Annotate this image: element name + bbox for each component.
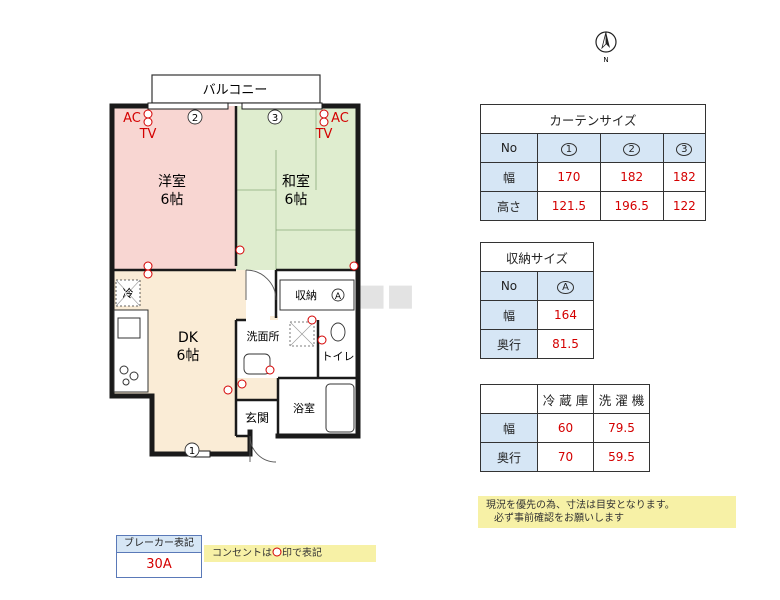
svg-text:1: 1 <box>189 446 195 457</box>
storage-size-table: 収納サイズ No A 幅 164 奥行 81.5 <box>480 242 594 359</box>
youshitsu-size: 6帖 <box>161 192 184 208</box>
north-label: N <box>603 56 608 64</box>
wash-basin <box>243 353 271 375</box>
window-marker-2: 2 <box>187 109 203 125</box>
outlet-note-before: コンセントは <box>212 548 272 559</box>
curtain-header-no: No <box>480 133 538 163</box>
notice-line-1: 現況を優先の為、寸法は目安となります。 <box>486 500 675 511</box>
appliance-cell: 70 <box>537 442 594 472</box>
curtain-row-label: 高さ <box>480 191 538 221</box>
genkan-room <box>236 400 278 436</box>
genkan-label: 玄関 <box>245 410 269 425</box>
yokushitsu-label: 浴室 <box>293 401 315 415</box>
fridge-label: 冷 <box>123 287 134 300</box>
appliance-size-table: 冷 蔵 庫 洗 濯 機 幅 60 79.5 奥行 70 59.5 <box>480 384 650 472</box>
windows <box>147 102 323 458</box>
breaker-label: ブレーカー表記 <box>117 536 201 553</box>
inner-walls <box>112 106 358 438</box>
balcony-label: バルコニー <box>203 83 268 98</box>
window-marker-1: 1 <box>184 442 200 458</box>
curtain-cell: 182 <box>662 162 707 192</box>
bathtub <box>325 383 355 433</box>
toilet-bowl <box>330 322 346 342</box>
storage-row-label: 奥行 <box>480 329 538 359</box>
appliance-header-blank <box>480 384 538 414</box>
curtain-header-2: 2 <box>599 133 664 163</box>
notice-line-2: 必ず事前確認をお願いします <box>494 513 624 524</box>
storage-marker-label: A <box>335 292 342 302</box>
appliance-row-label: 幅 <box>480 413 538 443</box>
notice-box: 現況を優先の為、寸法は目安となります。 必ず事前確認をお願いします <box>478 496 736 528</box>
appliance-cell: 60 <box>537 413 594 443</box>
window-marker-3: 3 <box>267 109 283 125</box>
appliance-row-label: 奥行 <box>480 442 538 472</box>
appliance-header-washer: 洗 濯 機 <box>593 384 650 414</box>
ac-label-east: AC <box>331 111 349 126</box>
dk-size: 6帖 <box>177 348 200 364</box>
washitsu-room <box>236 106 358 270</box>
kitchen-counter <box>113 309 149 393</box>
storage-label: 収納 <box>295 289 317 302</box>
breaker-value: 30A <box>117 553 201 577</box>
youshitsu-name: 洋室 <box>158 173 186 190</box>
outlet-icon <box>272 547 282 557</box>
curtain-cell: 182 <box>599 162 664 192</box>
breaker-box: ブレーカー表記 30A <box>116 535 202 578</box>
watermark: ■■ <box>358 278 415 313</box>
appliance-cell: 79.5 <box>593 413 650 443</box>
dk-name: DK <box>178 330 199 346</box>
senmenjo-label: 洗面所 <box>247 330 280 343</box>
svg-text:3: 3 <box>272 113 278 124</box>
curtain-cell: 122 <box>662 191 707 221</box>
tatami-lines <box>236 106 358 270</box>
appliance-header-fridge: 冷 蔵 庫 <box>537 384 594 414</box>
floor-plan: バルコニー <box>109 74 361 463</box>
outlet-icons <box>143 109 359 395</box>
curtain-cell: 170 <box>537 162 601 192</box>
outlet-note: コンセントは印で表記 <box>204 545 376 562</box>
washitsu-name: 和室 <box>282 173 310 190</box>
storage-header-a: A <box>537 271 594 301</box>
curtain-size-table: カーテンサイズ No 1 2 3 幅 170 182 182 高さ 121.5 … <box>480 104 707 221</box>
washitsu-size: 6帖 <box>285 192 308 208</box>
curtain-header-3: 3 <box>662 133 707 163</box>
appliance-cell: 59.5 <box>593 442 650 472</box>
storage-row-label: 幅 <box>480 300 538 330</box>
curtain-cell: 196.5 <box>599 191 664 221</box>
curtain-header-1: 1 <box>537 133 601 163</box>
tv-label-west: TV <box>139 127 157 142</box>
curtain-cell: 121.5 <box>537 191 601 221</box>
storage-table-title: 収納サイズ <box>480 242 594 272</box>
ac-label-west: AC <box>123 111 141 126</box>
storage-cell: 164 <box>537 300 594 330</box>
balcony <box>151 74 321 104</box>
outlet-note-after: 印で表記 <box>282 548 322 559</box>
curtain-table-title: カーテンサイズ <box>480 104 706 134</box>
north-arrow-icon: N <box>595 31 617 64</box>
toilet-label: トイレ <box>322 350 355 363</box>
youshitsu-room <box>112 106 236 270</box>
tv-label-east: TV <box>315 127 333 142</box>
door-swings <box>245 269 277 463</box>
storage-header-no: No <box>480 271 538 301</box>
storage-marker <box>331 288 345 302</box>
storage-cell: 81.5 <box>537 329 594 359</box>
curtain-row-label: 幅 <box>480 162 538 192</box>
svg-text:2: 2 <box>192 113 198 124</box>
